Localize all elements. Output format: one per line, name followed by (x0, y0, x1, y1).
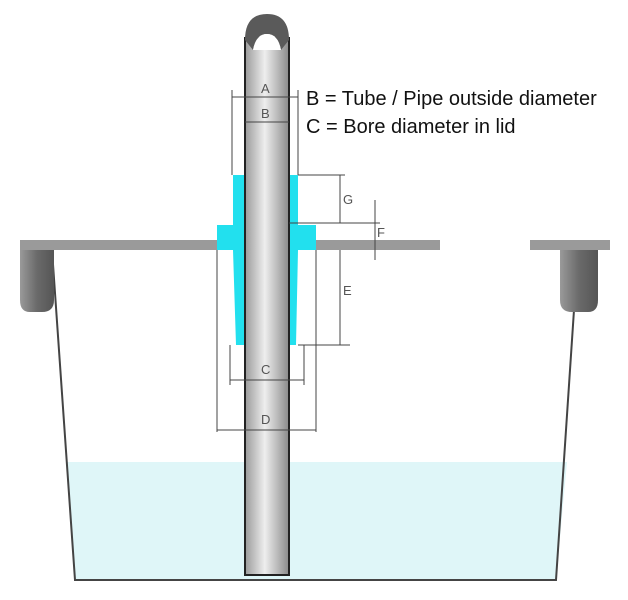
label-e: E (343, 283, 352, 298)
dimension-lines (216, 90, 380, 432)
lid-flange-left (20, 250, 54, 312)
legend-b: B = Tube / Pipe outside diameter (306, 88, 597, 110)
label-c: C (261, 362, 270, 377)
label-d: D (261, 412, 270, 427)
tube-opening (253, 34, 281, 50)
container-wall (51, 249, 579, 581)
label-b: B (261, 106, 270, 121)
legend-c: C = Bore diameter in lid (306, 116, 516, 138)
label-a: A (261, 81, 270, 96)
water (66, 462, 567, 580)
tube (244, 37, 290, 576)
lid-flange-right (560, 250, 598, 312)
tube-bend (245, 14, 289, 50)
label-g: G (343, 192, 353, 207)
lid-right (530, 240, 610, 250)
label-f: F (377, 225, 385, 240)
